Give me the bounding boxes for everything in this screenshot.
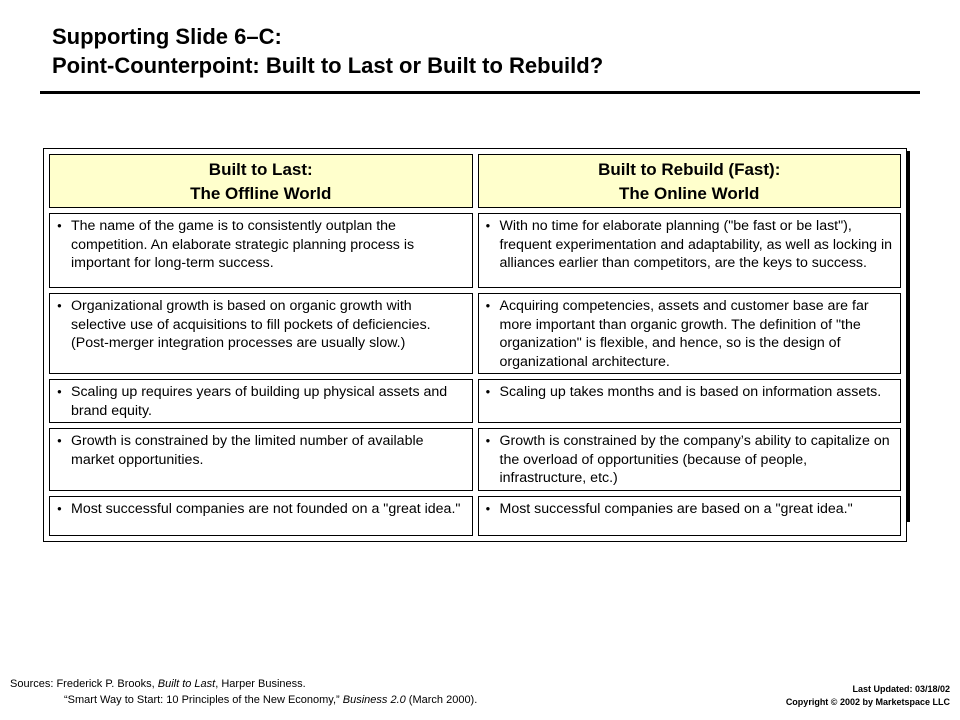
header-left-line2: The Offline World xyxy=(190,183,332,203)
bullet-icon: ● xyxy=(57,436,62,445)
table-row: ● Most successful companies are not found… xyxy=(49,495,901,536)
table-body: ● The name of the game is to consistently… xyxy=(49,213,901,536)
sources-note: Sources: Frederick P. Brooks, Built to L… xyxy=(10,676,477,708)
header-left-line1: Built to Last: xyxy=(208,159,313,179)
last-updated: Last Updated: 03/18/02 xyxy=(852,684,950,694)
cell-text: Most successful companies are not founde… xyxy=(71,500,461,517)
bullet-icon: ● xyxy=(57,221,62,230)
bullet-icon: ● xyxy=(485,503,491,513)
sources-article: “Smart Way to Start: 10 Principles of th… xyxy=(64,694,343,706)
bullet-icon: ● xyxy=(485,301,491,310)
table-row: ● Scaling up requires years of building u… xyxy=(49,379,901,423)
title-divider xyxy=(40,91,920,94)
cell-left: ● Organizational growth is based on organ… xyxy=(49,293,473,374)
cell-right: ● Scaling up takes months and is based on… xyxy=(477,379,901,423)
comparison-table-frame: Built to Last: The Offline World Built t… xyxy=(43,148,910,542)
bullet-icon: ● xyxy=(57,503,62,513)
sources-publication: Business 2.0 xyxy=(342,694,406,706)
sources-date: (March 2000). xyxy=(405,694,478,706)
cell-text: Growth is constrained by the company’s a… xyxy=(499,433,890,486)
sources-book-suffix: , Harper Business. xyxy=(215,678,306,690)
bullet-icon: ● xyxy=(57,301,62,310)
cell-text: Growth is constrained by the limited num… xyxy=(71,433,424,468)
header-built-to-rebuild: Built to Rebuild (Fast): The Online Worl… xyxy=(477,154,901,208)
bullet-icon: ● xyxy=(57,387,62,396)
cell-text: Organizational growth is based on organi… xyxy=(71,298,431,351)
cell-left: ● Scaling up requires years of building u… xyxy=(49,379,473,423)
cell-text: Scaling up takes months and is based on … xyxy=(499,384,882,400)
bullet-icon: ● xyxy=(485,221,491,230)
sources-line1: Sources: Frederick P. Brooks, Built to L… xyxy=(10,676,477,692)
cell-text: Acquiring competencies, assets and custo… xyxy=(499,298,869,370)
cell-right: ● Most successful companies are based on … xyxy=(477,495,901,536)
sources-line2: “Smart Way to Start: 10 Principles of th… xyxy=(10,692,477,708)
bullet-icon: ● xyxy=(485,436,491,445)
cell-text: With no time for elaborate planning ("be… xyxy=(499,218,893,271)
sources-book-title: Built to Last xyxy=(157,678,216,690)
cell-left: ● The name of the game is to consistently… xyxy=(49,213,473,288)
footer-meta: Last Updated: 03/18/02 Copyright © 2002 … xyxy=(786,683,950,709)
table-row: ● The name of the game is to consistently… xyxy=(49,213,901,288)
header-right-line2: The Online World xyxy=(619,183,760,203)
cell-right: ● Growth is constrained by the company’s … xyxy=(477,428,901,491)
cell-right: ● Acquiring competencies, assets and cust… xyxy=(477,293,901,374)
header-built-to-last: Built to Last: The Offline World xyxy=(49,154,473,208)
cell-left: ● Most successful companies are not found… xyxy=(49,495,473,536)
cell-text: The name of the game is to consistently … xyxy=(71,218,415,271)
header-right-line1: Built to Rebuild (Fast): xyxy=(598,159,781,179)
cell-text: Most successful companies are based on a… xyxy=(499,500,853,517)
cell-right: ● With no time for elaborate planning ("b… xyxy=(477,213,901,288)
table-header-row: Built to Last: The Offline World Built t… xyxy=(49,154,901,208)
comparison-table: Built to Last: The Offline World Built t… xyxy=(43,148,907,542)
sources-prefix: Sources: Frederick P. Brooks, xyxy=(10,678,158,690)
cell-left: ● Growth is constrained by the limited nu… xyxy=(49,428,473,491)
copyright: Copyright © 2002 by Marketspace LLC xyxy=(785,697,950,707)
slide-title-line1: Supporting Slide 6–C: xyxy=(52,24,282,49)
table-row: ● Organizational growth is based on organ… xyxy=(49,293,901,374)
slide-title: Supporting Slide 6–C: Point-Counterpoint… xyxy=(52,22,603,80)
bullet-icon: ● xyxy=(485,387,491,396)
cell-text: Scaling up requires years of building up… xyxy=(71,384,448,419)
slide-title-line2: Point-Counterpoint: Built to Last or Bui… xyxy=(52,53,604,78)
table-row: ● Growth is constrained by the limited nu… xyxy=(49,428,901,491)
